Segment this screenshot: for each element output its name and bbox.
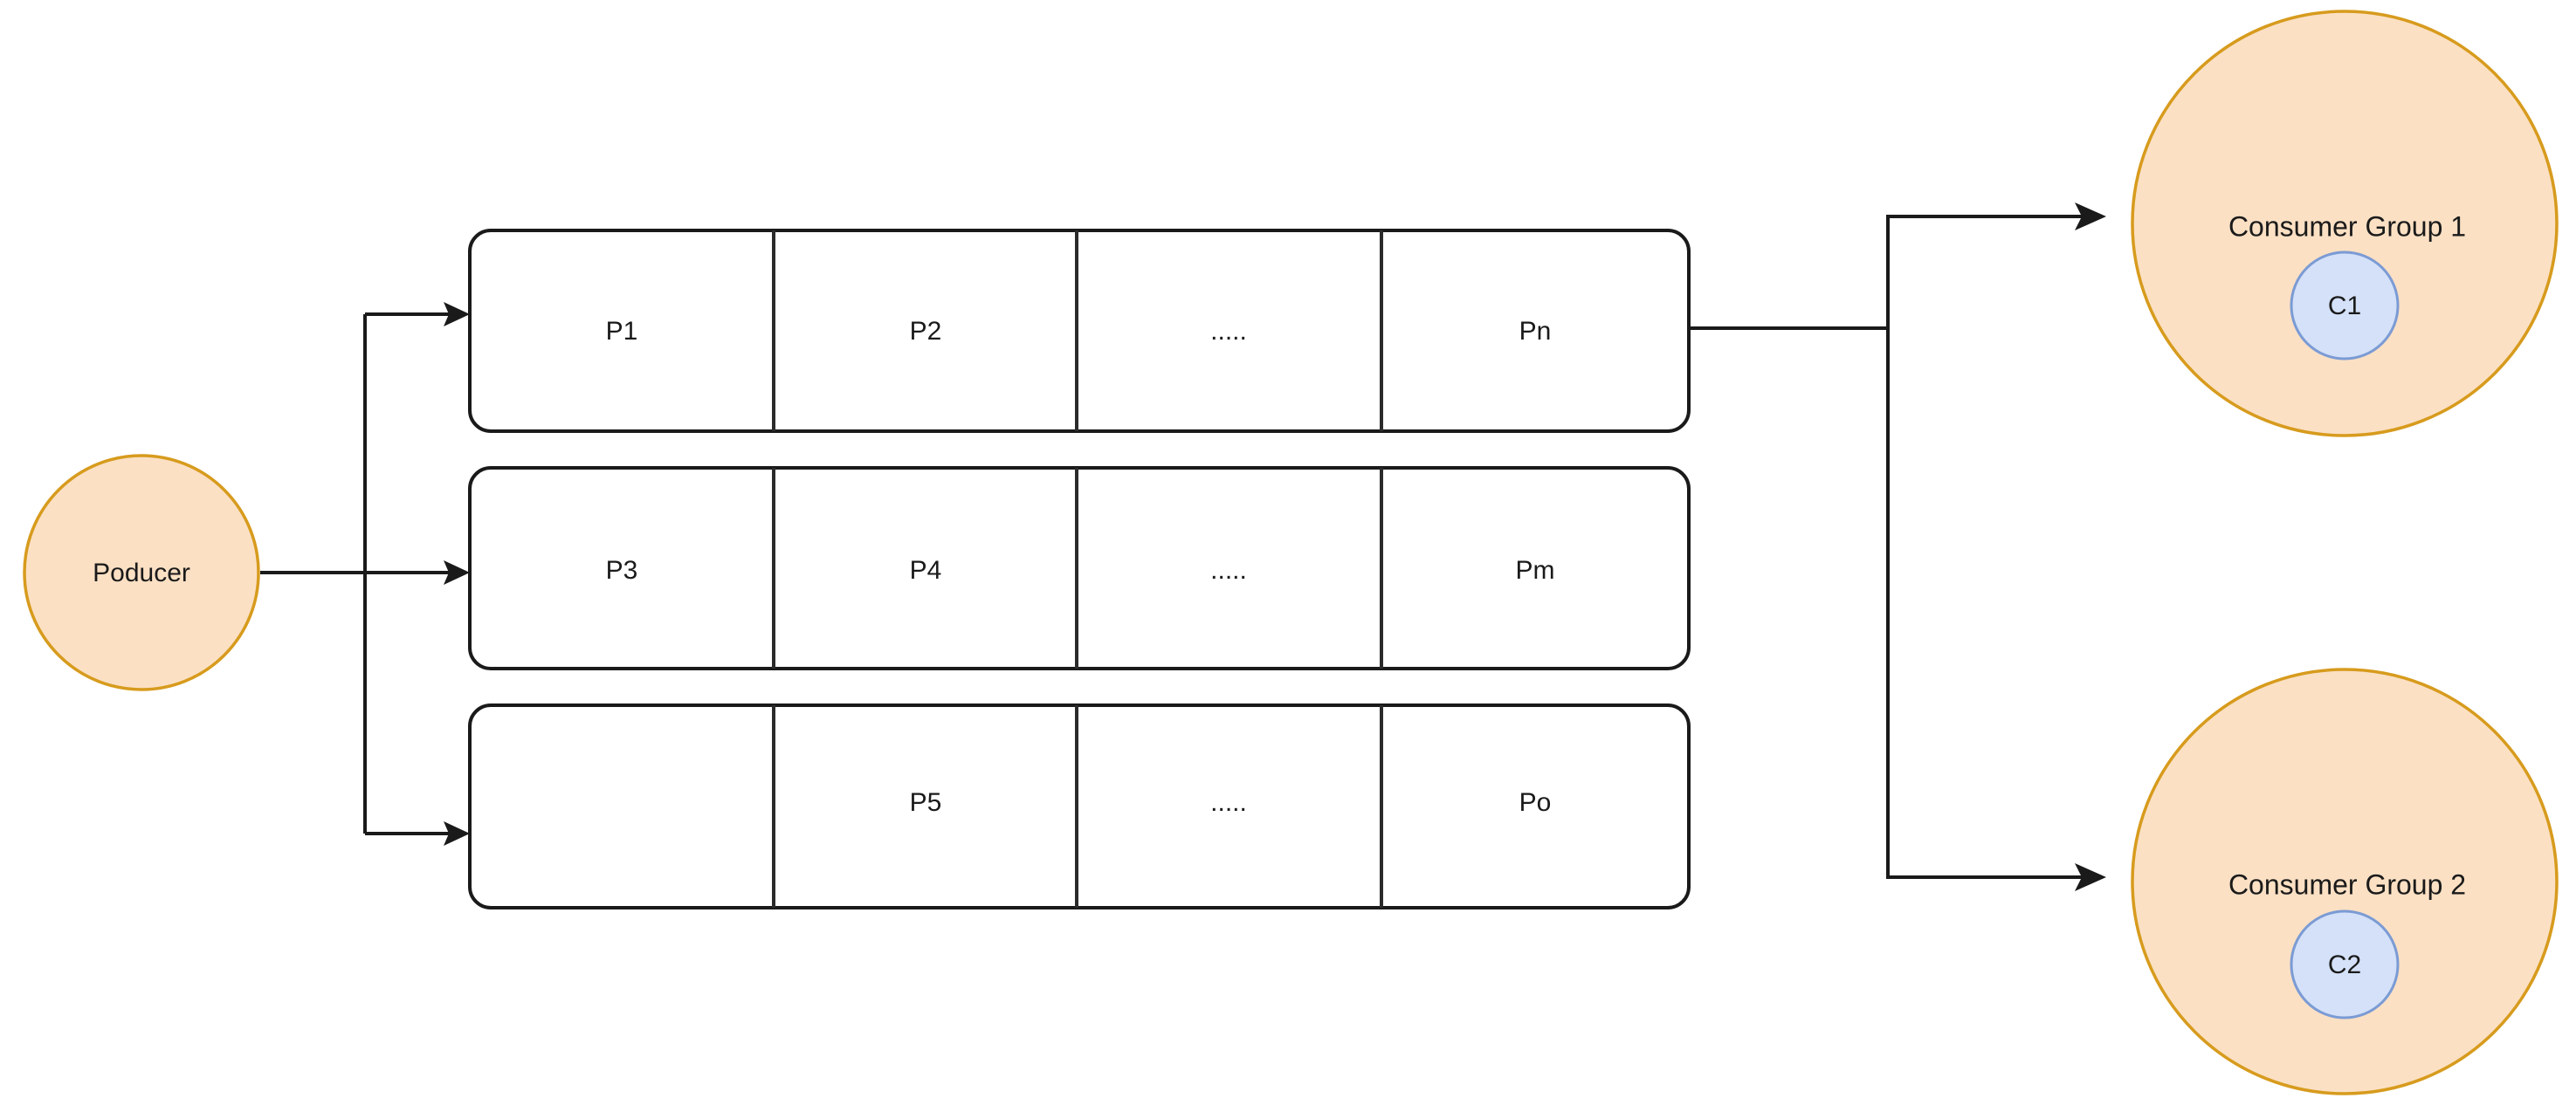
partition-cell-label: P2 — [910, 317, 942, 346]
consumer-c2-circle[interactable] — [2290, 909, 2400, 1019]
topic-to-consumer-connectors — [1689, 202, 2106, 891]
consumer-group-1[interactable]: Consumer Group 1 C1 — [2131, 10, 2559, 437]
partition-row-1-box[interactable] — [468, 229, 1691, 433]
producer-branch-row3-arrow-icon — [444, 821, 470, 846]
partition-cell-label: ..... — [1210, 556, 1247, 585]
consumer-group-2-label: Consumer Group 2 — [2228, 868, 2466, 900]
consumer-group-1-arrow-icon — [2075, 202, 2106, 230]
partition-cell-label: Pn — [1519, 317, 1552, 346]
consumer-group-2-arrow-icon — [2075, 863, 2106, 891]
producer-branch-row1-arrow-icon — [444, 302, 470, 326]
consumer-c1-circle[interactable] — [2290, 251, 2400, 360]
consumer-group-1-label: Consumer Group 1 — [2228, 210, 2466, 242]
partition-row-2[interactable]: P3 P4 ..... Pm — [468, 466, 1691, 670]
partition-cell-label: ..... — [1210, 788, 1247, 817]
partition-cell-label: Po — [1519, 788, 1552, 817]
partition-cell-label: ..... — [1210, 317, 1247, 346]
producer-node[interactable]: Poducer — [23, 454, 260, 691]
partition-row-1[interactable]: P1 P2 ..... Pn — [468, 229, 1691, 433]
consumer-group-2-circle[interactable] — [2131, 668, 2559, 1095]
producer-branch-row2-arrow-icon — [444, 560, 470, 585]
producer-circle[interactable] — [23, 454, 260, 691]
partition-cell-label: Pm — [1516, 556, 1555, 585]
partition-cell-label: P1 — [606, 317, 638, 346]
consumer-c2-label: C2 — [2328, 951, 2361, 979]
consumer-group-2-connector-line — [1886, 328, 2087, 879]
consumer-group-1-circle[interactable] — [2131, 10, 2559, 437]
consumer-c1-label: C1 — [2328, 292, 2361, 320]
partition-cell-label: P3 — [606, 556, 638, 585]
partition-cell-label: P5 — [910, 788, 942, 817]
partition-cell-label: P4 — [910, 556, 942, 585]
partition-row-3-box[interactable] — [468, 703, 1691, 909]
consumer-group-1-connector-line — [1886, 215, 2087, 328]
consumer-group-2[interactable]: Consumer Group 2 C2 — [2131, 668, 2559, 1095]
producer-fanout-connectors — [260, 302, 470, 846]
partition-row-2-box[interactable] — [468, 466, 1691, 670]
partition-row-3[interactable]: P5 ..... Po — [468, 703, 1691, 909]
producer-label: Poducer — [93, 559, 190, 587]
